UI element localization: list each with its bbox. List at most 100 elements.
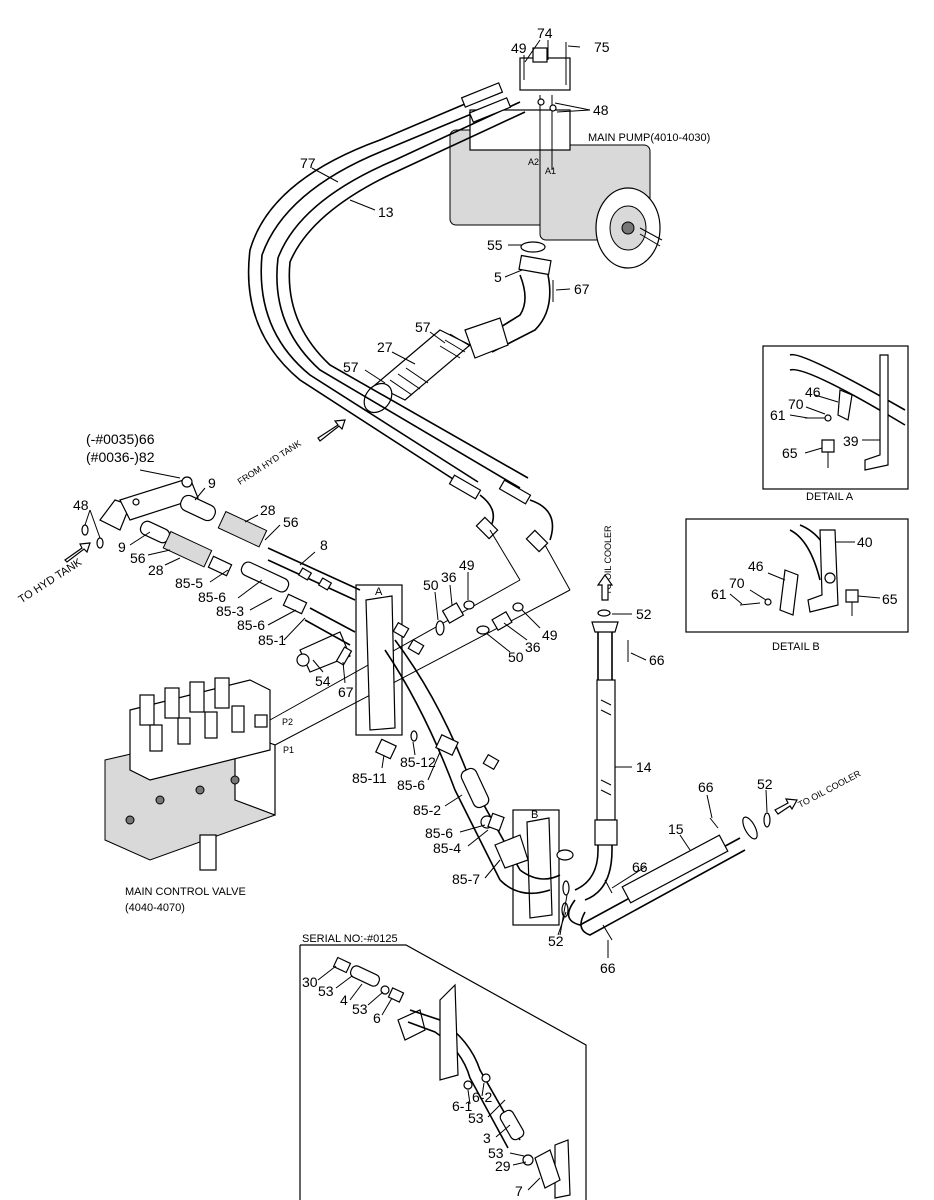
main-control-valve-subcaption: (4040-4070)	[125, 902, 185, 914]
port-a1-label: A1	[545, 166, 556, 176]
serial-callout-53-a: 53	[318, 983, 334, 999]
detail-a-callout-65: 65	[782, 445, 798, 461]
callout-49: 49	[511, 40, 527, 56]
callout-9-a: 9	[208, 475, 216, 491]
callout-66-b: 66	[632, 859, 648, 875]
callout-85-12: 85-12	[400, 754, 436, 770]
serial-callout-53-d: 53	[488, 1145, 504, 1161]
serial-callout-4: 4	[340, 992, 348, 1008]
callout-85-5: 85-5	[175, 575, 203, 591]
callout-36-a: 36	[441, 569, 457, 585]
callout-54: 54	[315, 673, 331, 689]
callout-13: 13	[378, 204, 394, 220]
callout-52-bottom: 52	[548, 933, 564, 949]
bracket-b-icon	[526, 817, 553, 919]
callout-9-b: 9	[118, 539, 126, 555]
box-b-label: B	[531, 809, 538, 821]
callout-56-a: 56	[283, 514, 299, 530]
control-valve-icon	[104, 677, 276, 871]
serial-callout-3: 3	[483, 1130, 491, 1146]
flow-lines	[269, 529, 571, 746]
serial-no-caption: SERIAL NO:-#0125	[302, 933, 398, 945]
detail-b-callout-65: 65	[882, 591, 898, 607]
callout-85-6-b: 85-6	[237, 617, 265, 633]
detail-b-box	[512, 809, 560, 926]
from-hyd-tank-arrow: FROM HYD TANK	[236, 419, 346, 487]
to-oil-cooler-right-caption: TO OIL COOLER	[796, 768, 863, 810]
callout-50-a: 50	[423, 577, 439, 593]
callout-66-c: 66	[698, 779, 714, 795]
callout-15: 15	[668, 821, 684, 837]
callout-67-mid: 67	[338, 684, 354, 700]
callout-52-top: 52	[636, 606, 652, 622]
leader-lines	[84, 39, 881, 1191]
bracket-a-icon	[365, 595, 396, 731]
detail-b-panel	[685, 518, 909, 633]
callout-48-left: 48	[73, 497, 89, 513]
callout-85-11: 85-11	[352, 770, 387, 786]
serial-82-label: (#0036-)82	[86, 449, 155, 465]
callout-57-b: 57	[343, 359, 359, 375]
detail-a-callout-70: 70	[788, 396, 804, 412]
callout-85-3: 85-3	[216, 603, 244, 619]
callout-14: 14	[636, 759, 652, 775]
callout-56-b: 56	[130, 550, 146, 566]
callout-66-d: 66	[600, 960, 616, 976]
callout-85-6-c: 85-6	[397, 777, 425, 793]
callout-50-b: 50	[508, 649, 524, 665]
callout-labels: 74 49 75 48 77 13 55 5 67 57 27 57 (-#00…	[73, 25, 898, 1199]
detail-b-callout-46: 46	[748, 558, 764, 574]
return-hose-lower	[384, 649, 501, 881]
detail-b-callout-70: 70	[729, 575, 745, 591]
callout-85-2: 85-2	[413, 802, 441, 818]
serial-callout-6-a: 6	[373, 1010, 381, 1026]
from-hyd-tank-caption: FROM HYD TANK	[236, 438, 303, 487]
callout-74: 74	[537, 25, 553, 41]
serial-callout-6-1: 6-1	[452, 1098, 472, 1114]
serial-inset: SERIAL NO:-#0125	[299, 933, 587, 1200]
serial-callout-6-2: 6-2	[472, 1089, 492, 1105]
detail-a-panel	[762, 345, 909, 490]
callout-52-right: 52	[757, 776, 773, 792]
oil-cooler-hoses-icon	[561, 609, 771, 941]
callout-85-1: 85-1	[258, 632, 286, 648]
detail-b-caption: DETAIL B	[772, 641, 820, 653]
serial-callout-53-c: 53	[468, 1110, 484, 1126]
to-hyd-tank-caption: TO HYD TANK	[16, 556, 84, 606]
serial-callout-29: 29	[495, 1158, 511, 1174]
serial-callout-7: 7	[515, 1183, 523, 1199]
callout-49-a: 49	[459, 557, 475, 573]
fittings-icon	[297, 567, 529, 869]
serial-callout-53-b: 53	[352, 1001, 368, 1017]
callout-85-4: 85-4	[433, 840, 461, 856]
serial-66-label: (-#0035)66	[86, 431, 155, 447]
callout-55: 55	[487, 237, 503, 253]
detail-b-bracket-icon	[739, 524, 859, 616]
port-a2-label: A2	[528, 157, 539, 167]
callout-28-a: 28	[260, 502, 276, 518]
callout-67: 67	[574, 281, 590, 297]
callout-5: 5	[494, 269, 502, 285]
callout-85-6-a: 85-6	[198, 589, 226, 605]
main-pump-icon: A2 A1	[449, 42, 663, 269]
to-hyd-tank-arrow-icon	[64, 542, 91, 563]
callout-77: 77	[300, 155, 316, 171]
port-p2-label: P2	[282, 717, 293, 727]
detail-a-callout-39: 39	[843, 433, 859, 449]
callout-66-a: 66	[649, 652, 665, 668]
callout-27: 27	[377, 339, 393, 355]
pressure-hoses-icon	[247, 82, 554, 553]
callout-36-b: 36	[525, 639, 541, 655]
detail-b-callout-61: 61	[711, 586, 727, 602]
port-p1-label: P1	[283, 745, 294, 755]
callout-8: 8	[320, 537, 328, 553]
to-oil-cooler-vertical-caption: TO OIL COOLER	[603, 525, 613, 595]
detail-a-box	[355, 584, 403, 736]
serial-callout-30: 30	[302, 974, 318, 990]
callout-85-7: 85-7	[452, 871, 480, 887]
callout-28-b: 28	[148, 562, 164, 578]
callout-85-6-d: 85-6	[425, 825, 453, 841]
detail-a-callout-46: 46	[805, 384, 821, 400]
callout-57: 57	[415, 319, 431, 335]
